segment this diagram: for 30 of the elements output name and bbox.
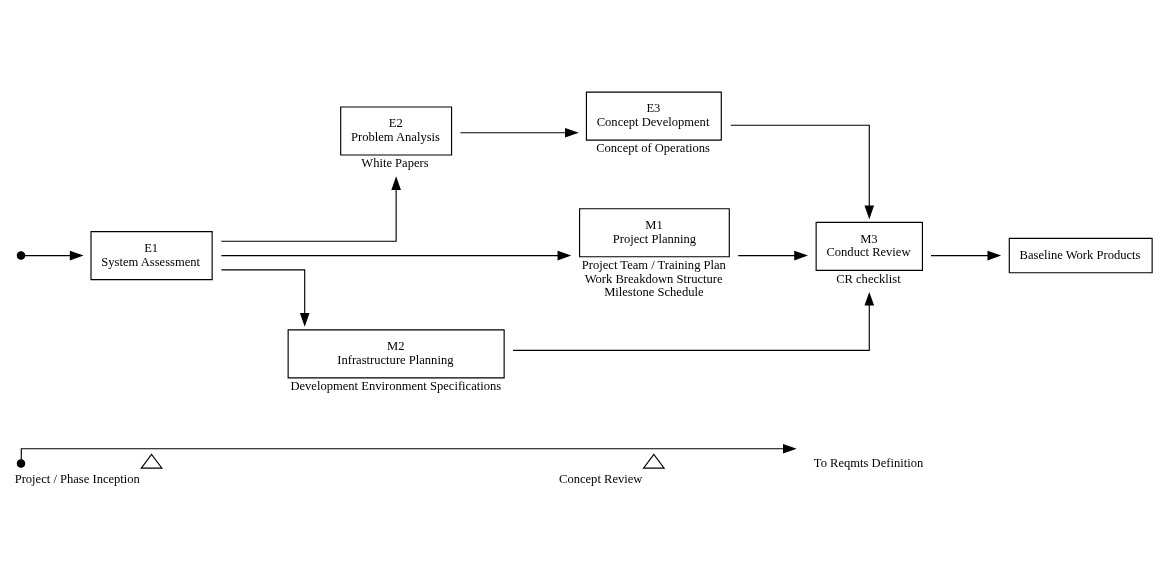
node-triangle	[140, 453, 163, 469]
node-box: E3 Concept Development	[585, 91, 722, 141]
arrow	[737, 250, 808, 260]
arrow	[730, 124, 875, 219]
node-box: Baseline Work Products	[1008, 237, 1153, 273]
node-triangle	[642, 453, 666, 469]
node-label: Work Breakdown Structure	[584, 271, 723, 286]
node-label: Milestone Schedule	[604, 284, 704, 299]
node-box: M3 Conduct Review	[815, 221, 923, 271]
node-box: E1 System Assessment	[90, 230, 213, 280]
node-box: E2 Problem Analysis	[340, 105, 453, 156]
node-box: M1 Project Planning	[579, 207, 730, 257]
arrow	[220, 175, 401, 242]
arrow	[24, 250, 84, 260]
node-box: M2 Infrastructure Planning	[287, 328, 505, 378]
node-label: Project Team / Training Plan	[581, 257, 726, 272]
node-circle	[16, 458, 26, 468]
arrow	[220, 268, 310, 327]
node-label: Concept of Operations	[596, 140, 710, 155]
node-text: To Reqmts Definition	[813, 455, 924, 470]
node-label: Concept Review	[559, 471, 643, 486]
arrow	[220, 250, 572, 260]
node-circle	[16, 250, 26, 260]
arrow	[930, 250, 1002, 260]
node-label: Project / Phase Inception	[14, 471, 140, 486]
node-label: Development Environment Specifications	[290, 378, 502, 393]
node-label: CR checklist	[836, 271, 901, 286]
node-label: White Papers	[361, 155, 429, 170]
arrow	[459, 127, 579, 137]
arrow	[512, 291, 875, 351]
